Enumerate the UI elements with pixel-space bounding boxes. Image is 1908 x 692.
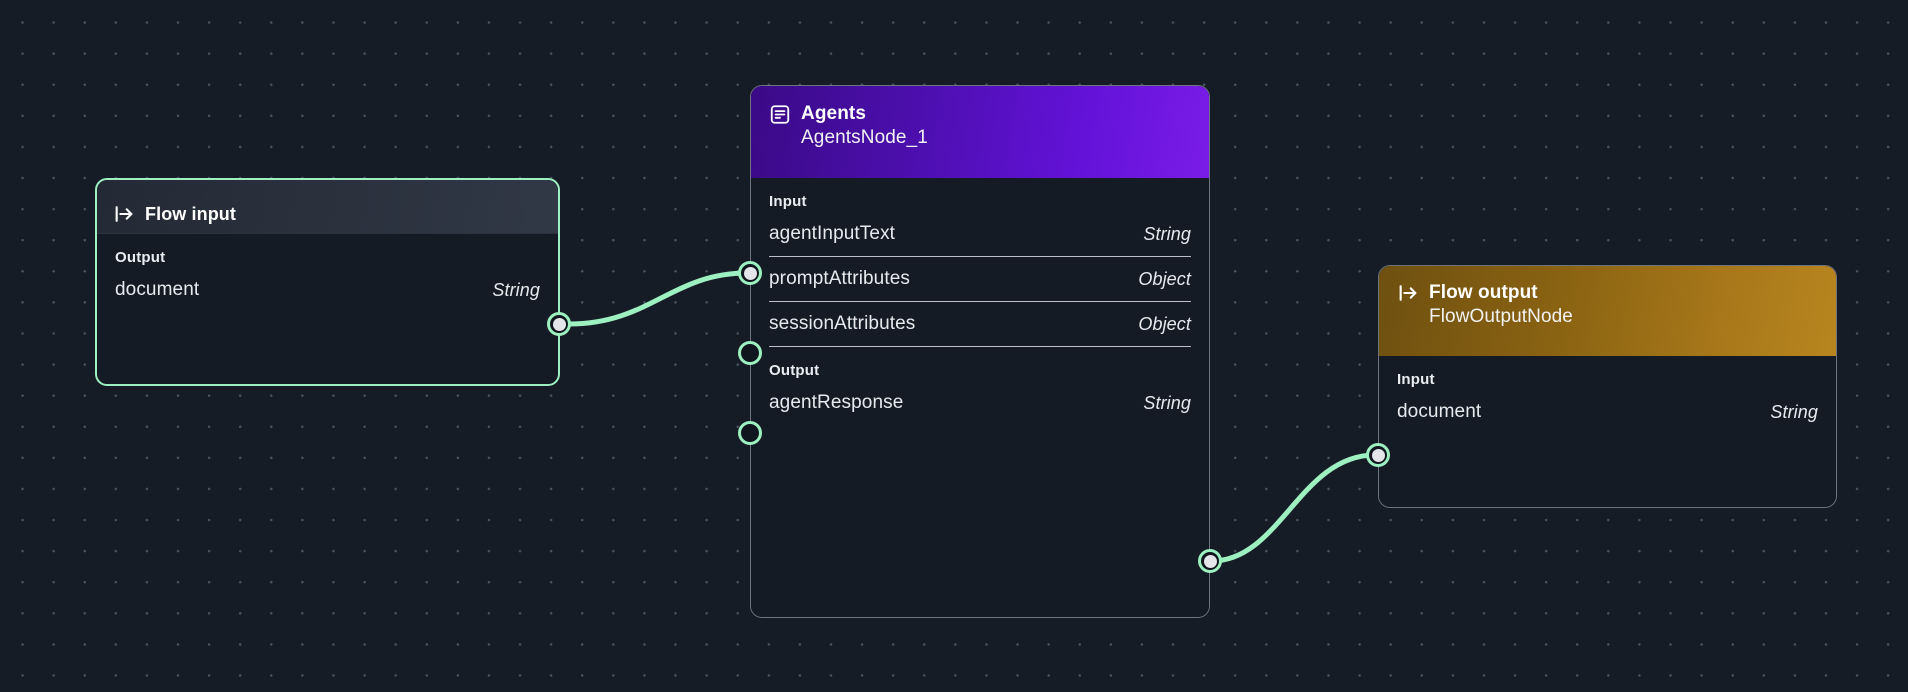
port-flow-output-document-in[interactable] xyxy=(1366,443,1390,467)
section-label-output: Output xyxy=(769,362,820,379)
agents-header[interactable]: Agents AgentsNode_1 xyxy=(751,86,1209,178)
document-lines-icon xyxy=(769,103,791,125)
node-agents[interactable]: Agents AgentsNode_1 Input agentInputText… xyxy=(750,85,1210,618)
node-subtitle: FlowOutputNode xyxy=(1429,306,1573,327)
io-divider xyxy=(769,301,1191,302)
flow-input-header[interactable]: Flow input xyxy=(97,180,558,234)
io-row-agentinputtext[interactable]: agentInputText String xyxy=(769,212,1191,256)
flow-output-body: Input document String xyxy=(1379,356,1836,434)
flow-output-header[interactable]: Flow output FlowOutputNode xyxy=(1379,266,1836,356)
section-label-output: Output xyxy=(115,249,166,266)
io-type: Object xyxy=(1138,268,1191,289)
io-type: String xyxy=(492,279,540,300)
port-agents-agentinputtext-in[interactable] xyxy=(738,261,762,285)
io-divider xyxy=(769,346,1191,347)
io-name: document xyxy=(115,279,200,300)
agents-body: Input agentInputText String promptAttrib… xyxy=(751,178,1209,425)
io-type: String xyxy=(1143,223,1191,244)
port-agents-sessionattributes-in[interactable] xyxy=(738,421,762,445)
node-flow-output[interactable]: Flow output FlowOutputNode Input documen… xyxy=(1378,265,1837,508)
io-name: document xyxy=(1397,401,1482,422)
section-label-input: Input xyxy=(1397,371,1435,388)
section-label-input: Input xyxy=(769,193,807,210)
edge-agents-to-flowoutput xyxy=(1209,452,1378,564)
io-row-promptattributes[interactable]: promptAttributes Object xyxy=(769,257,1191,301)
node-subtitle: AgentsNode_1 xyxy=(801,127,928,148)
flow-input-body: Output document String xyxy=(97,234,558,312)
io-divider xyxy=(769,256,1191,257)
node-flow-input[interactable]: Flow input Output document String xyxy=(95,178,560,386)
io-name: promptAttributes xyxy=(769,268,910,289)
edge-flowinput-to-agents xyxy=(566,270,750,327)
port-agents-promptattributes-in[interactable] xyxy=(738,341,762,365)
node-title: Flow input xyxy=(145,203,236,224)
port-flow-input-document-out[interactable] xyxy=(547,312,571,336)
io-row-document[interactable]: document String xyxy=(115,268,540,312)
io-name: agentInputText xyxy=(769,223,896,244)
io-type: Object xyxy=(1138,313,1191,334)
node-title: Flow output xyxy=(1429,282,1538,303)
io-name: agentResponse xyxy=(769,392,904,413)
io-row-document[interactable]: document String xyxy=(1397,390,1818,434)
flow-input-arrow-icon xyxy=(1397,282,1419,304)
node-title: Agents xyxy=(801,103,866,124)
port-agents-agentresponse-out[interactable] xyxy=(1198,549,1222,573)
flow-input-arrow-icon xyxy=(113,203,135,225)
io-row-sessionattributes[interactable]: sessionAttributes Object xyxy=(769,302,1191,346)
io-name: sessionAttributes xyxy=(769,313,916,334)
io-type: String xyxy=(1143,392,1191,413)
io-row-agentresponse[interactable]: agentResponse String xyxy=(769,381,1191,425)
io-type: String xyxy=(1770,401,1818,422)
